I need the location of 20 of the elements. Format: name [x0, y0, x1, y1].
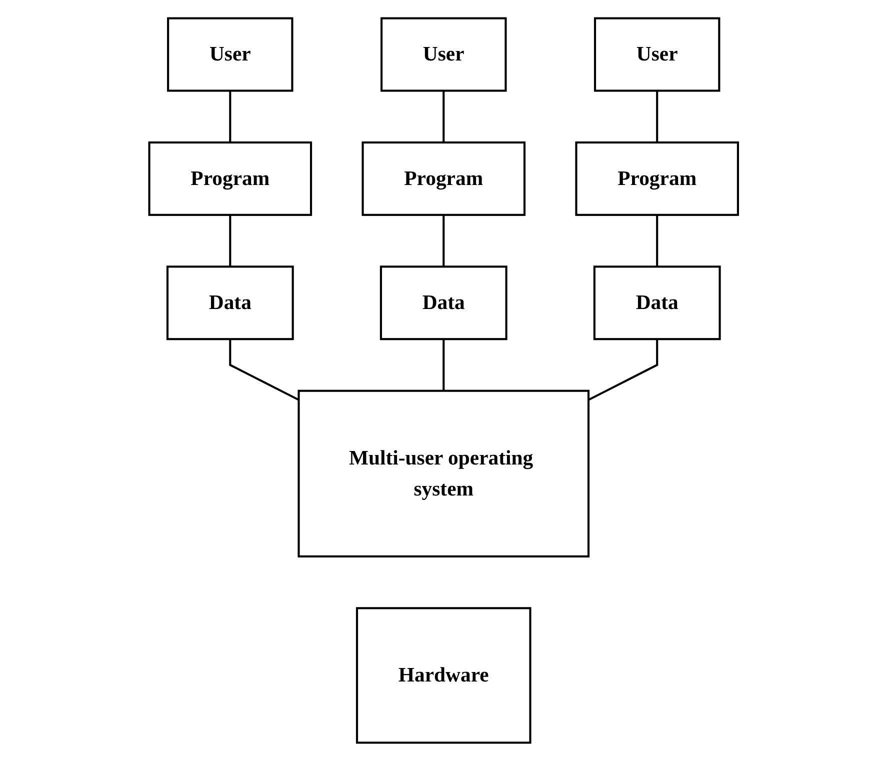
- connector: [656, 214, 658, 267]
- node-box: Data: [166, 266, 294, 340]
- connector: [442, 90, 445, 142]
- node-box: User: [380, 17, 507, 92]
- connector: [588, 339, 658, 401]
- node-box: Program: [575, 141, 739, 216]
- connector: [229, 339, 300, 401]
- node-box: Program: [362, 141, 526, 216]
- connector: [442, 214, 445, 267]
- node-box: Data: [380, 266, 508, 340]
- node-box: Program: [148, 141, 312, 216]
- node-box: User: [594, 17, 720, 92]
- node-box: Hardware: [356, 607, 532, 744]
- connector: [442, 339, 445, 391]
- connector: [229, 90, 232, 142]
- connector: [656, 90, 658, 142]
- connector: [229, 214, 232, 267]
- node-box: User: [166, 17, 294, 92]
- node-box: Multi-user operating system: [298, 390, 590, 558]
- node-box: Data: [593, 266, 721, 340]
